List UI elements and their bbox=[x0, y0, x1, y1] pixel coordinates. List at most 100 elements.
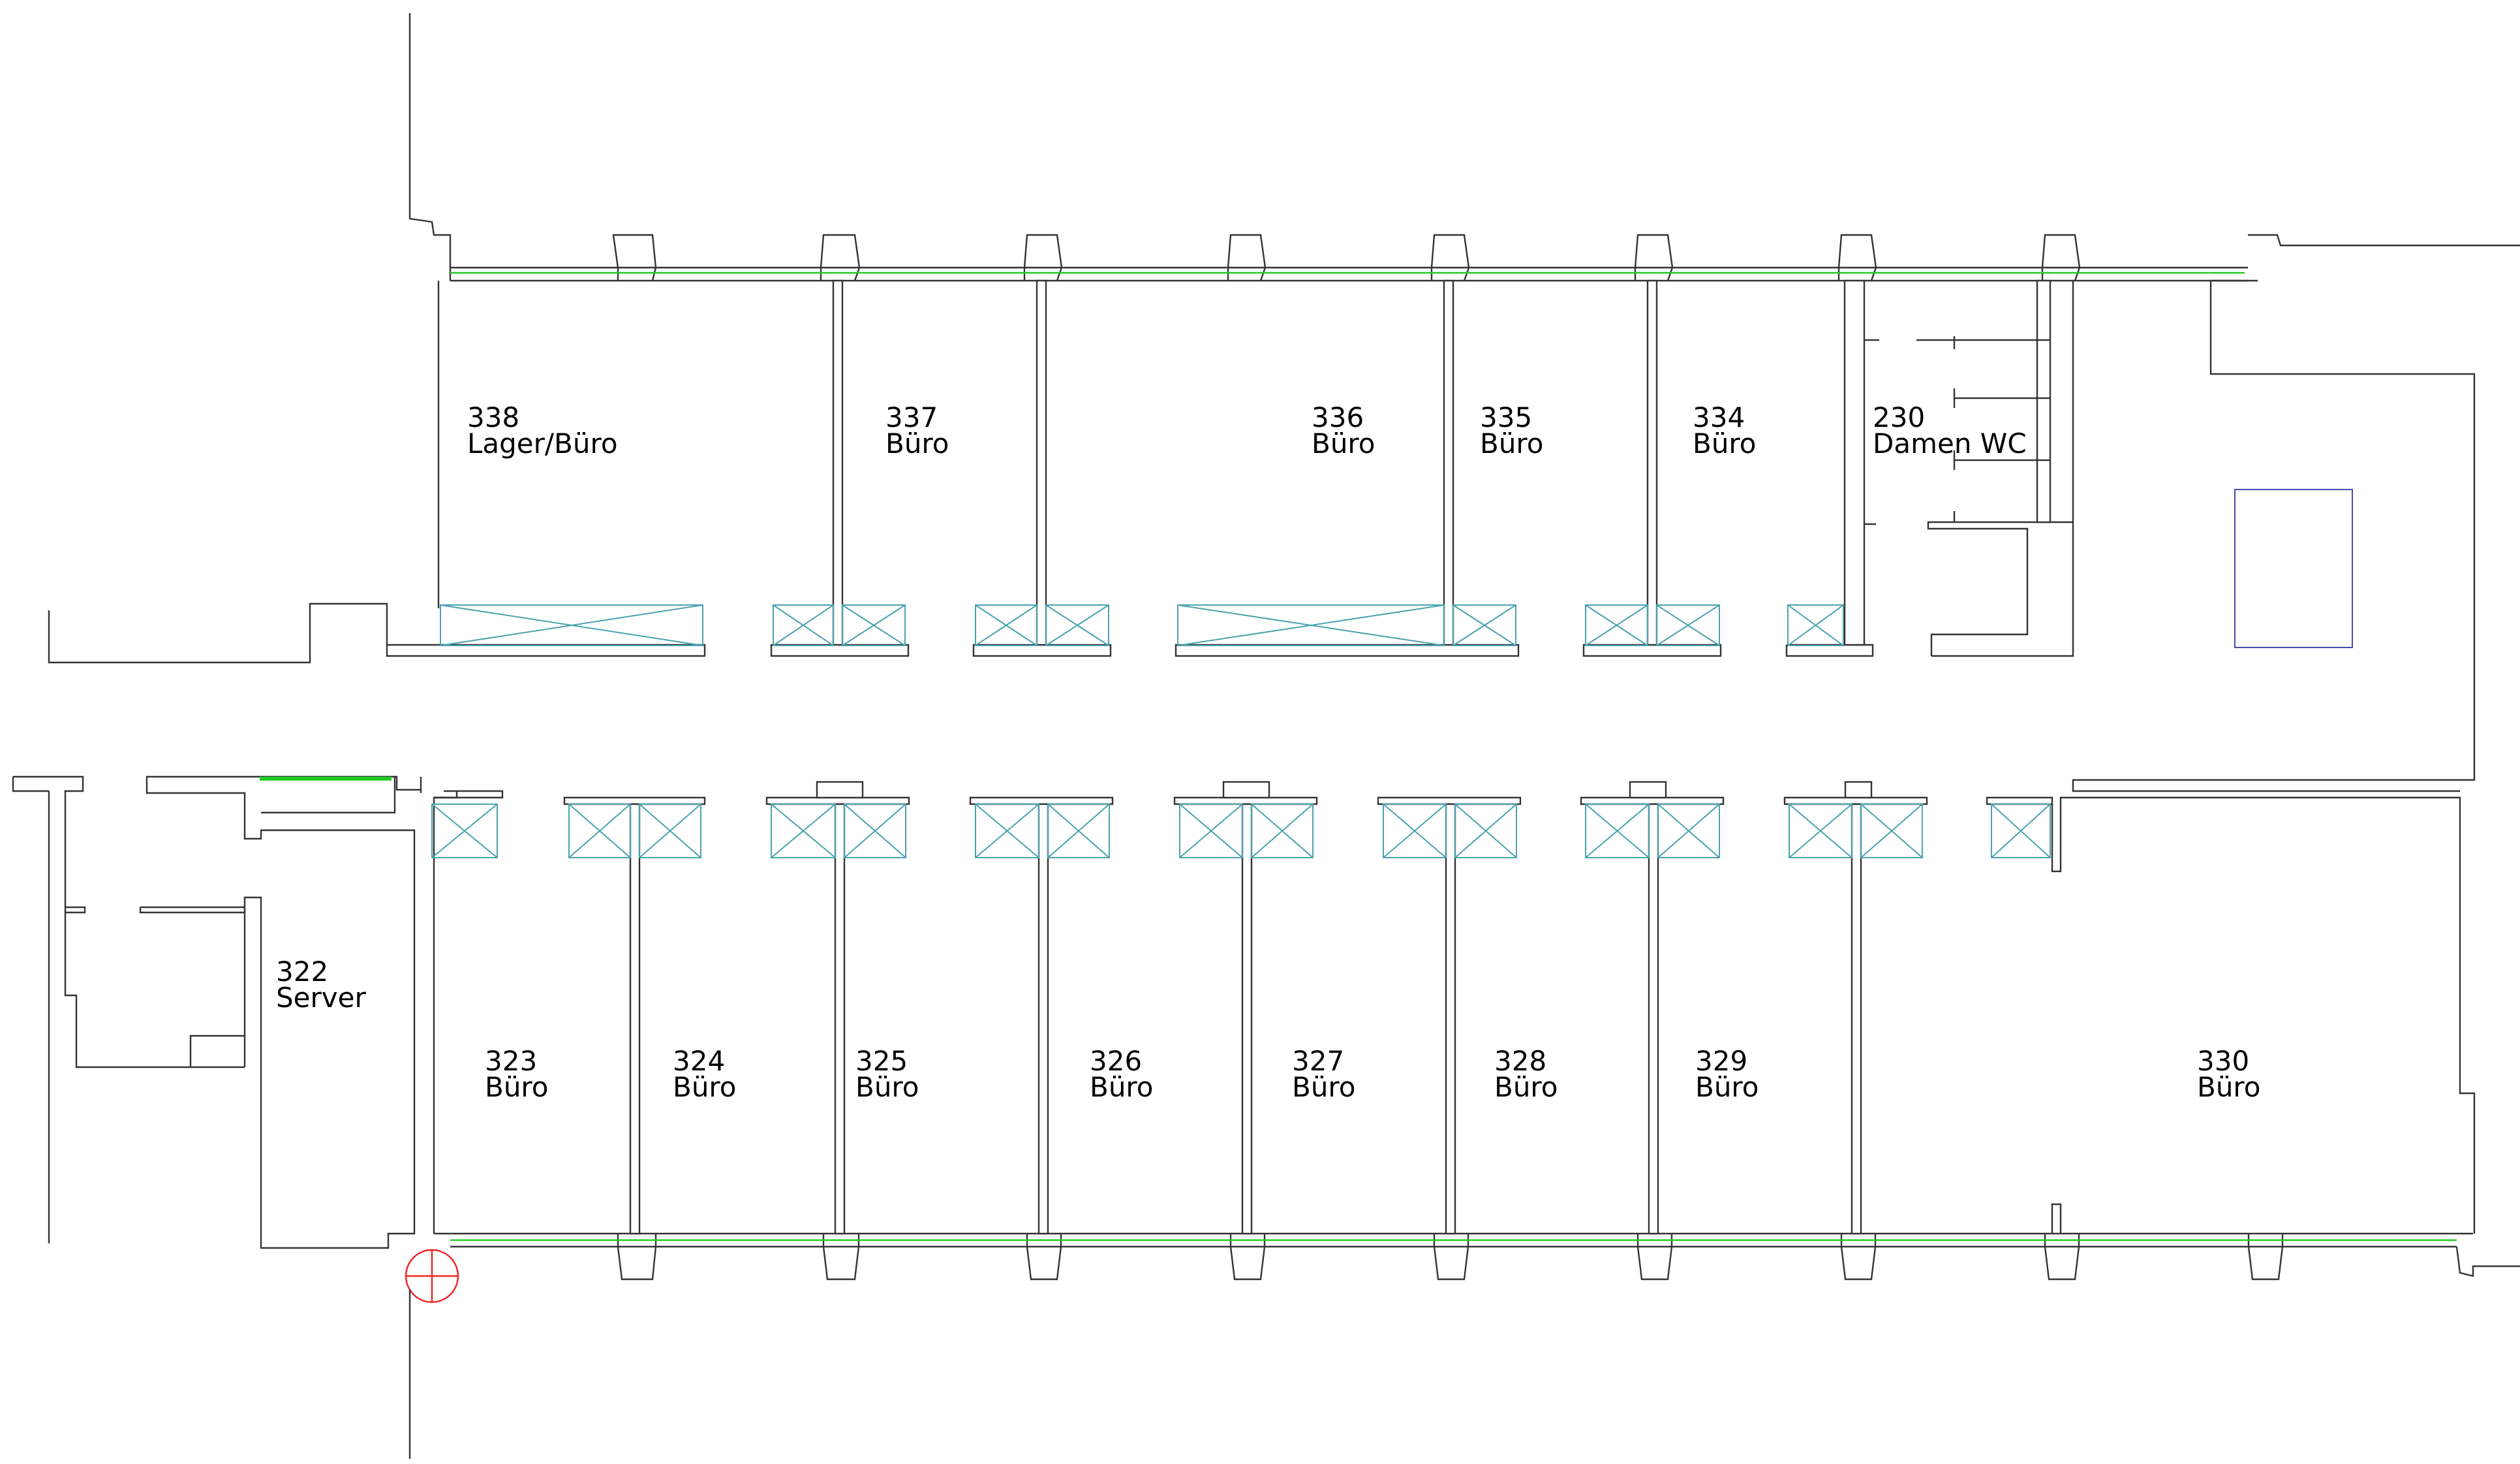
north-column bbox=[1023, 234, 1063, 281]
cabinet-symbol bbox=[639, 803, 701, 858]
east-core-outline bbox=[2072, 279, 2476, 792]
north-column bbox=[612, 234, 657, 281]
south-column bbox=[617, 1234, 657, 1281]
room-322-west-wall bbox=[146, 775, 421, 1249]
south-facade-columns bbox=[617, 1234, 2284, 1281]
glazing-layer bbox=[260, 272, 2457, 1241]
north-partition-337 bbox=[832, 279, 844, 646]
cabinet-symbol bbox=[1177, 604, 1445, 646]
south-corridor-bump-2 bbox=[816, 781, 864, 799]
cabinet-symbol bbox=[568, 803, 631, 858]
north-corridor-wall-2 bbox=[972, 644, 1112, 657]
north-column bbox=[2041, 234, 2081, 281]
south-corridor-wall-4 bbox=[1173, 796, 1318, 805]
west-stub-2 bbox=[139, 906, 246, 914]
north-facade-columns bbox=[612, 234, 2081, 281]
north-partition-335 bbox=[1443, 279, 1454, 646]
cabinet-symbol bbox=[1787, 604, 1844, 646]
cabinet-symbol bbox=[1657, 803, 1720, 858]
north-column bbox=[1634, 234, 1674, 281]
south-corridor-bump-7 bbox=[1844, 781, 1873, 799]
south-column bbox=[1229, 1234, 1266, 1281]
wc-partition bbox=[2036, 279, 2051, 523]
cabinet-symbol bbox=[842, 604, 906, 646]
north-column bbox=[820, 234, 861, 281]
south-corridor-wall-7 bbox=[1783, 796, 1928, 805]
room-322-north-wall bbox=[261, 777, 396, 814]
wc-inner-wall bbox=[1927, 521, 2073, 656]
south-partition-328 bbox=[1445, 803, 1456, 1235]
south-column bbox=[822, 1234, 860, 1281]
cabinet-symbol bbox=[1047, 803, 1110, 858]
cabinet-symbol bbox=[1991, 803, 2051, 858]
cabinet-symbol bbox=[975, 803, 1039, 858]
south-corridor-wall-2 bbox=[765, 796, 910, 805]
north-column bbox=[1227, 234, 1267, 281]
west-step bbox=[12, 777, 49, 792]
south-corridor-wall-8 bbox=[1986, 796, 2053, 805]
cabinet-symbol bbox=[1454, 803, 1517, 858]
room-330-stub bbox=[2051, 1203, 2062, 1234]
south-corridor-wall-5 bbox=[1377, 796, 1522, 805]
south-partition-329 bbox=[1648, 803, 1659, 1235]
cabinet-symbol bbox=[844, 803, 906, 858]
west-stair-outline bbox=[48, 602, 706, 664]
cabinet-symbol bbox=[1860, 803, 1923, 858]
cabinet-symbol bbox=[771, 803, 836, 858]
cabinet-symbol bbox=[1789, 803, 1852, 858]
south-partition-326 bbox=[1037, 803, 1049, 1235]
south-corridor-bump-6 bbox=[1629, 781, 1667, 799]
location-marker-icon bbox=[405, 1249, 459, 1303]
cabinet-symbol bbox=[1656, 604, 1720, 646]
north-corridor-wall-3 bbox=[1175, 644, 1520, 657]
north-column bbox=[1837, 234, 1877, 281]
south-partition-327 bbox=[1241, 803, 1253, 1235]
cabinet-symbol bbox=[1045, 604, 1109, 646]
cabinet-symbol bbox=[1383, 803, 1447, 858]
south-corridor-bump-4 bbox=[1222, 781, 1270, 799]
west-stub-1 bbox=[65, 906, 86, 914]
cabinet-symbol bbox=[1251, 803, 1314, 858]
south-east-edge bbox=[2455, 1246, 2520, 1277]
cabinet-symbol bbox=[975, 604, 1037, 646]
wc-east-wall bbox=[1931, 281, 2074, 657]
cabinet-symbol bbox=[773, 604, 834, 646]
room-330-outline bbox=[2051, 796, 2476, 1234]
cabinet-symbol bbox=[1585, 604, 1648, 646]
west-corner-outline bbox=[13, 775, 245, 1068]
south-column bbox=[1433, 1234, 1469, 1281]
south-column bbox=[1636, 1234, 1673, 1281]
south-partition-330 bbox=[1851, 803, 1862, 1235]
cabinet-symbol bbox=[1452, 604, 1516, 646]
south-column bbox=[2044, 1234, 2080, 1281]
north-partition-334 bbox=[1646, 279, 1658, 646]
walls-layer bbox=[12, 13, 2520, 1281]
wc-corridor-wall bbox=[1785, 644, 1874, 657]
south-corridor-wall-6 bbox=[1580, 796, 1725, 805]
south-partition-325 bbox=[834, 803, 846, 1235]
cabinet-symbol bbox=[1585, 803, 1650, 858]
corridor-south-edge bbox=[434, 790, 504, 799]
cabinet-symbol bbox=[431, 803, 498, 858]
north-corridor-wall-4 bbox=[1582, 644, 1722, 657]
south-column bbox=[1026, 1234, 1062, 1281]
elevator-shaft bbox=[2234, 489, 2353, 648]
outer-wall-left bbox=[408, 13, 452, 281]
north-column bbox=[1430, 234, 1470, 281]
